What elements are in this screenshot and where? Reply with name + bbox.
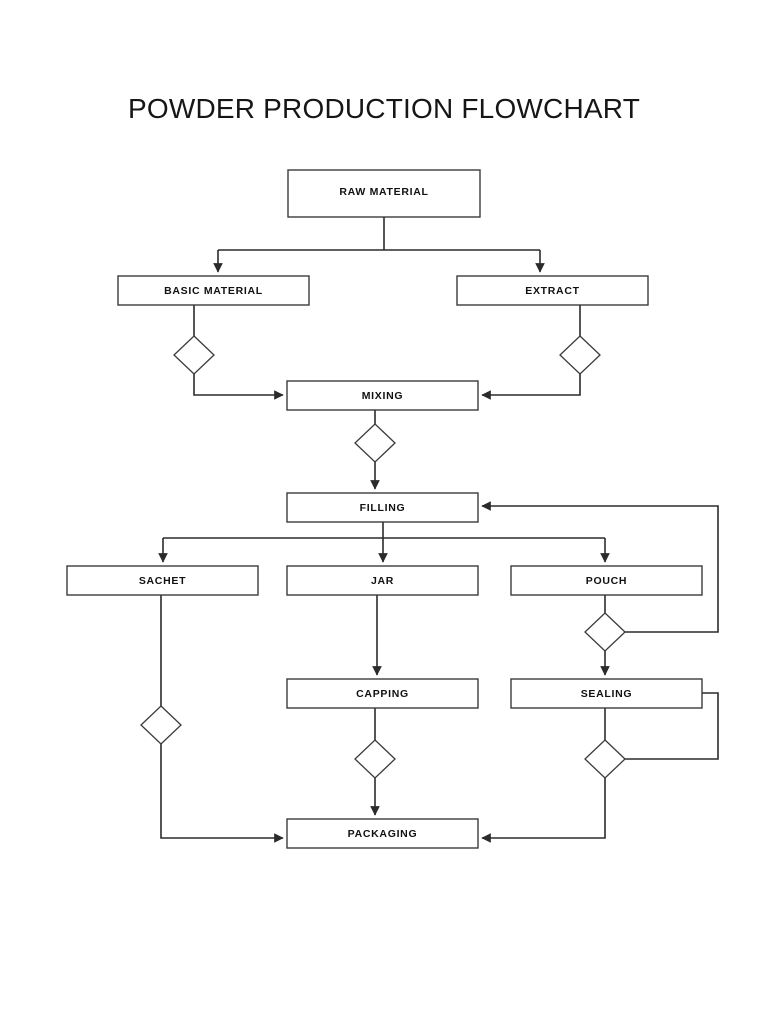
node-sealing[interactable]: SEALING <box>510 678 703 709</box>
page-title: POWDER PRODUCTION FLOWCHART <box>128 93 640 124</box>
node-filling[interactable]: FILLING <box>286 492 479 523</box>
connector-decision-to-packaging-r <box>481 778 606 843</box>
decision-sachet-shape <box>140 705 182 745</box>
connector-decision-to-mixing-r <box>481 374 581 400</box>
node-capping-box[interactable] <box>286 678 479 709</box>
node-packaging[interactable]: PACKAGING <box>286 818 479 849</box>
node-raw-material-box[interactable] <box>287 169 481 218</box>
decision-capping-shape <box>354 739 396 779</box>
node-mixing-label: MIXING <box>362 390 404 402</box>
decision-extract-shape <box>559 335 601 375</box>
node-raw-material-label: RAW MATERIAL <box>339 186 428 198</box>
node-pouch-label: POUCH <box>586 575 627 587</box>
node-pouch[interactable]: POUCH <box>510 565 703 596</box>
node-capping[interactable]: CAPPING <box>286 678 479 709</box>
node-raw-material[interactable]: RAW MATERIAL <box>287 169 481 218</box>
decision-layer <box>140 335 626 779</box>
node-packaging-label: PACKAGING <box>348 828 418 840</box>
node-jar-label: JAR <box>371 575 394 587</box>
node-basic-material-box[interactable] <box>117 275 310 306</box>
decision-sealing-shape <box>584 739 626 779</box>
node-jar-box[interactable] <box>286 565 479 596</box>
node-extract-box[interactable] <box>456 275 649 306</box>
decision-basic-material-shape <box>173 335 215 375</box>
decision-mixing-shape <box>354 423 396 463</box>
connector-decision-to-mixing-l <box>193 374 284 400</box>
node-filling-label: FILLING <box>360 502 406 514</box>
node-jar[interactable]: JAR <box>286 565 479 596</box>
node-pouch-box[interactable] <box>510 565 703 596</box>
node-packaging-box[interactable] <box>286 818 479 849</box>
connector-sealing-loop <box>625 692 719 760</box>
node-extract[interactable]: EXTRACT <box>456 275 649 306</box>
node-extract-label: EXTRACT <box>525 285 579 297</box>
node-sealing-label: SEALING <box>581 688 633 700</box>
node-filling-box[interactable] <box>286 492 479 523</box>
node-sachet[interactable]: SACHET <box>66 565 259 596</box>
node-mixing[interactable]: MIXING <box>286 380 479 411</box>
node-layer: RAW MATERIAL BASIC MATERIAL EXTRACT MIXING F… <box>66 169 703 849</box>
connector-decision-to-packaging-l <box>160 744 284 843</box>
connector-layer <box>158 217 719 843</box>
node-capping-label: CAPPING <box>356 688 409 700</box>
node-basic-material[interactable]: BASIC MATERIAL <box>117 275 310 306</box>
node-sachet-box[interactable] <box>66 565 259 596</box>
decision-pouch-shape <box>584 612 626 652</box>
node-basic-material-label: BASIC MATERIAL <box>164 285 263 297</box>
connector-pouch-decision-feedback <box>481 501 719 633</box>
node-mixing-box[interactable] <box>286 380 479 411</box>
node-sachet-label: SACHET <box>139 575 186 587</box>
node-sealing-box[interactable] <box>510 678 703 709</box>
